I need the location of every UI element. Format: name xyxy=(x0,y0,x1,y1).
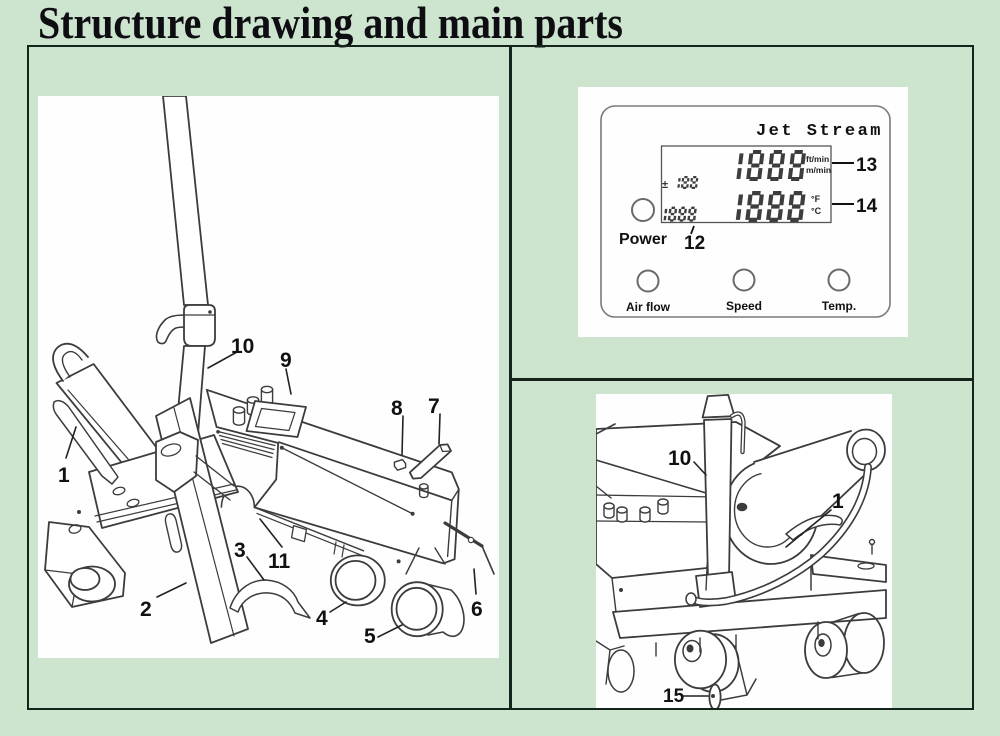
svg-text:°F: °F xyxy=(811,194,821,204)
svg-text:°C: °C xyxy=(811,206,822,216)
svg-text:Jet Stream: Jet Stream xyxy=(756,122,883,141)
svg-text:Air flow: Air flow xyxy=(626,300,671,314)
svg-text:15: 15 xyxy=(663,686,685,707)
svg-text:±: ± xyxy=(662,179,668,191)
svg-text:1: 1 xyxy=(832,490,844,513)
svg-text:Temp.: Temp. xyxy=(822,299,856,313)
svg-text:m/min: m/min xyxy=(806,165,831,175)
svg-text:13: 13 xyxy=(856,155,877,176)
svg-text:3: 3 xyxy=(234,539,246,562)
svg-text:14: 14 xyxy=(856,196,878,217)
svg-text:10: 10 xyxy=(231,335,254,358)
svg-text:11: 11 xyxy=(268,550,291,573)
svg-text:5: 5 xyxy=(364,625,376,648)
svg-text:ft/min: ft/min xyxy=(806,154,829,164)
svg-text:7: 7 xyxy=(428,395,440,418)
svg-text:8: 8 xyxy=(391,397,403,420)
svg-text:Speed: Speed xyxy=(726,299,762,313)
svg-text:Power: Power xyxy=(619,231,667,248)
svg-text:9: 9 xyxy=(280,349,292,372)
svg-text:12: 12 xyxy=(684,233,705,254)
svg-text:4: 4 xyxy=(316,607,328,630)
svg-text:2: 2 xyxy=(140,598,152,621)
svg-text:6: 6 xyxy=(471,598,483,621)
svg-text:10: 10 xyxy=(668,447,691,470)
svg-text:1: 1 xyxy=(58,464,70,487)
